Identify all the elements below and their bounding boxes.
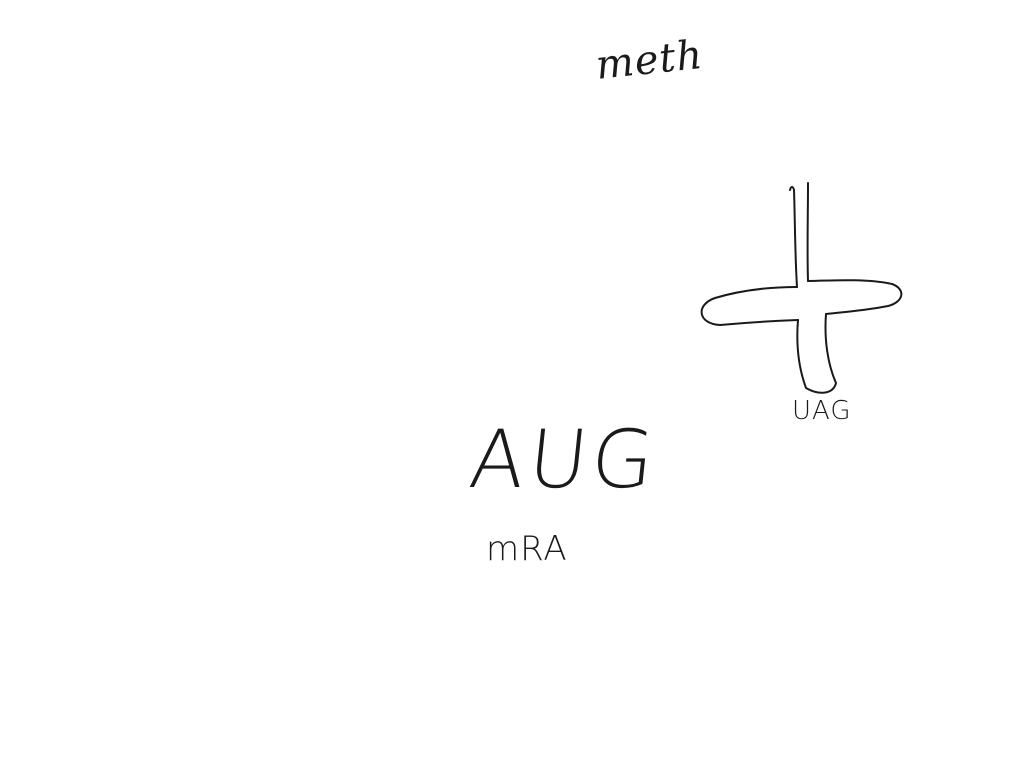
mrna-label: mRA <box>486 529 568 569</box>
trna-acceptor-stem-left <box>789 186 798 288</box>
trna-right-arm <box>807 279 903 315</box>
codon-label: AUG <box>465 413 663 506</box>
anticodon-label: UAG <box>792 396 852 426</box>
trna-left-arm <box>700 286 799 326</box>
trna-anticodon-arm <box>796 313 837 394</box>
